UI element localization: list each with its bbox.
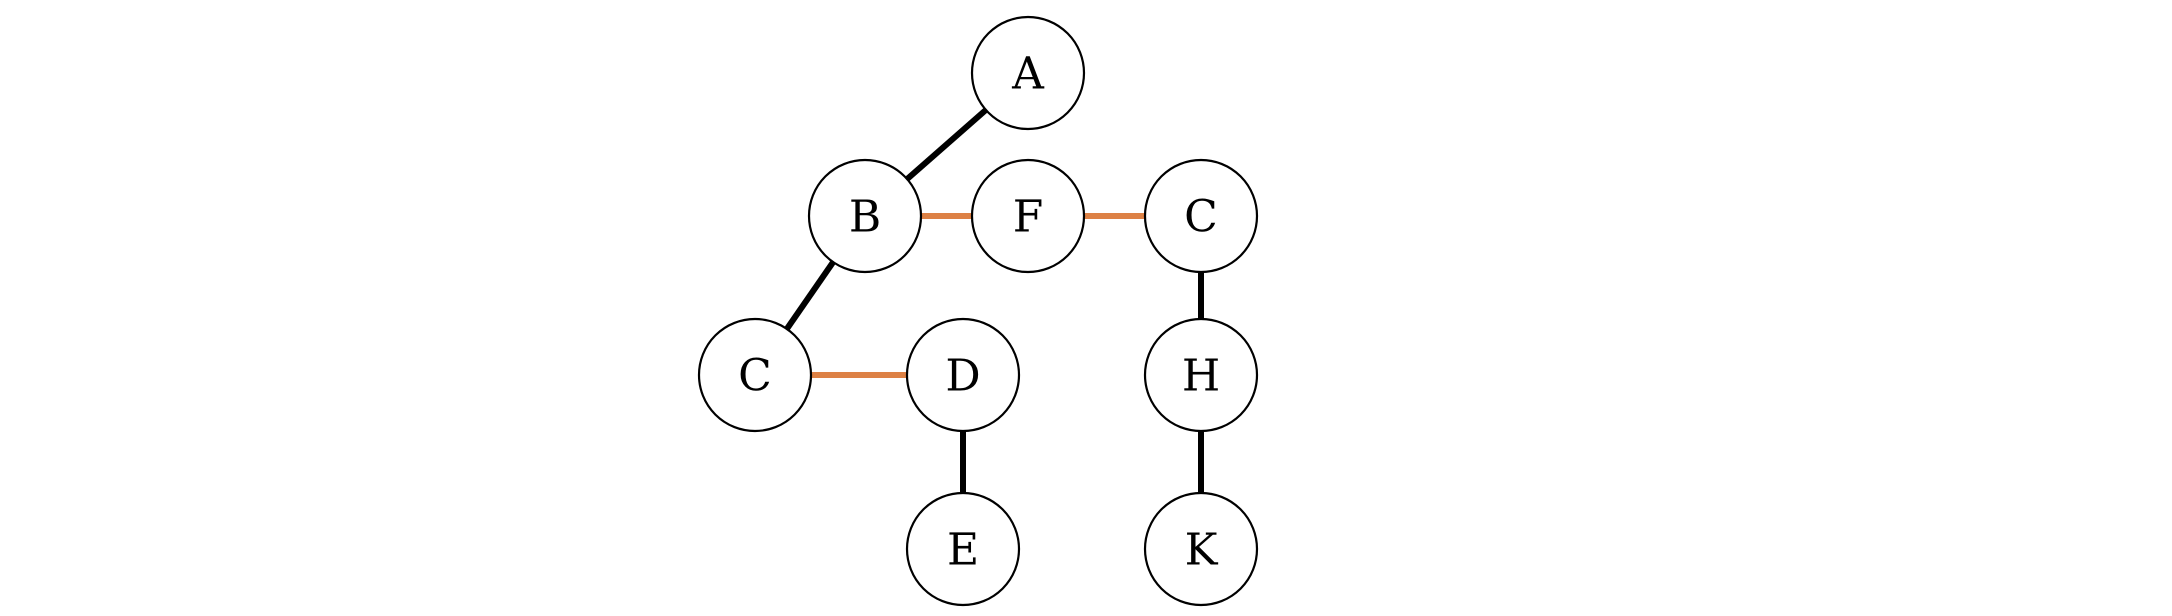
graph-node[interactable]: D — [905, 317, 1021, 433]
graph-edge — [904, 107, 989, 182]
graph-node[interactable]: F — [970, 158, 1086, 274]
nodes-layer: A B F C C D H E K — [697, 15, 1259, 607]
edges-layer — [783, 107, 1204, 494]
node-circle[interactable] — [970, 158, 1086, 274]
node-circle[interactable] — [807, 158, 923, 274]
node-circle[interactable] — [1143, 158, 1259, 274]
node-label: C — [1184, 192, 1218, 243]
node-label: D — [945, 351, 980, 402]
node-label: B — [849, 192, 881, 243]
node-circle[interactable] — [1143, 491, 1259, 607]
node-label: E — [947, 525, 979, 576]
graph-node[interactable]: A — [970, 15, 1086, 131]
node-label: K — [1185, 525, 1219, 576]
graph-node[interactable]: E — [905, 491, 1021, 607]
node-circle[interactable] — [970, 15, 1086, 131]
graph-node[interactable]: C — [1143, 158, 1259, 274]
graph-node[interactable]: C — [697, 317, 813, 433]
node-circle[interactable] — [905, 317, 1021, 433]
graph-node[interactable]: B — [807, 158, 923, 274]
graph-node[interactable]: K — [1143, 491, 1259, 607]
node-label: H — [1182, 351, 1220, 402]
node-circle[interactable] — [905, 491, 1021, 607]
node-circle[interactable] — [1143, 317, 1259, 433]
node-circle[interactable] — [697, 317, 813, 433]
graph-edge — [783, 259, 837, 332]
node-label: A — [1011, 49, 1045, 100]
graph-node[interactable]: H — [1143, 317, 1259, 433]
node-label: C — [738, 351, 772, 402]
node-label: F — [1013, 192, 1044, 243]
